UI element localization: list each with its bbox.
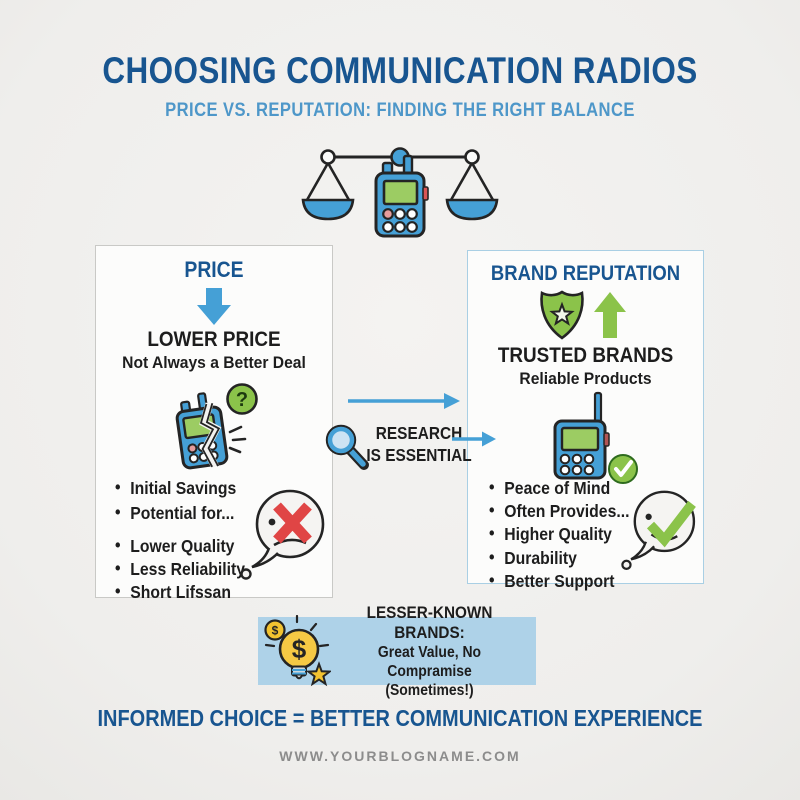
shield-star-and-up-arrow-icon [539, 290, 626, 340]
banner-title: LESSER-KNOWN BRANDS: [366, 602, 493, 642]
price-panel: PRICE LOWER PRICE Not Always a Better De… [95, 245, 333, 603]
down-arrow-icon [197, 288, 231, 325]
list-item: Peace of Mind [489, 476, 629, 500]
reputation-panel: BRAND REPUTATION TRUSTED BRANDS Reliable… [467, 250, 704, 592]
list-item: Less Reliability [115, 557, 245, 581]
broken-radio-question-icon: ? [175, 383, 258, 470]
balance-scale-with-radio-icon [300, 143, 500, 243]
list-item: Initial Savings [115, 475, 236, 501]
footer-tagline: INFORMED CHOICE = BETTER COMMUNICATION E… [97, 705, 703, 731]
list-item: Often Provides... [489, 499, 629, 523]
right-arrow-short-icon [452, 431, 496, 447]
price-subheading: Not Always a Better Deal [122, 353, 306, 372]
radio-check-icon [553, 391, 638, 484]
reputation-heading: TRUSTED BRANDS [497, 344, 674, 367]
price-heading: LOWER PRICE [147, 328, 281, 351]
reputation-panel-title: BRAND REPUTATION [490, 262, 681, 285]
banner-line1: Great Value, No Compramise [377, 643, 482, 680]
research-caption-line1: RESEARCH [375, 423, 463, 443]
list-item: Better Support [489, 569, 629, 593]
page-title: CHOOSING COMMUNICATION RADIOS [102, 50, 698, 91]
reputation-subheading: Reliable Products [519, 369, 652, 388]
list-item: Durability [489, 546, 629, 570]
thought-bubble-check-icon [621, 490, 696, 571]
price-bullets-secondary: Lower QualityLess ReliabilityShort Lifss… [115, 534, 245, 604]
list-item: Higher Quality [489, 522, 629, 546]
footer-website: WWW.YOURBLOGNAME.COM [279, 748, 521, 764]
question-mark-glyph: ? [236, 389, 248, 411]
thought-bubble-x-icon [240, 489, 325, 580]
page-subtitle: PRICE VS. REPUTATION: FINDING THE RIGHT … [165, 99, 635, 121]
dollar-glyph: $ [292, 634, 307, 664]
list-item: Short Lifssan [115, 580, 245, 604]
price-bullets-primary: Initial SavingsPotential for... [115, 475, 236, 526]
price-panel-title: PRICE [184, 257, 244, 282]
lesser-known-brands-banner: $ $ LESSER-KNOWN BRANDS: Great Value, No… [258, 603, 536, 699]
list-item: Lower Quality [115, 534, 245, 558]
research-caption: RESEARCH IS ESSENTIAL [365, 423, 472, 466]
banner-text: LESSER-KNOWN BRANDS: Great Value, No Com… [331, 603, 536, 700]
dollar-coin-glyph: $ [272, 624, 279, 638]
lightbulb-dollar-icon: $ $ [264, 615, 331, 687]
reputation-bullets: Peace of MindOften Provides...Higher Qua… [489, 476, 629, 593]
list-item: Potential for... [115, 500, 236, 526]
right-arrow-icon [348, 393, 460, 409]
research-caption-line2: IS ESSENTIAL [366, 444, 472, 465]
banner-line2: (Sometimes!) [385, 681, 474, 699]
magnifier-icon [325, 424, 369, 470]
